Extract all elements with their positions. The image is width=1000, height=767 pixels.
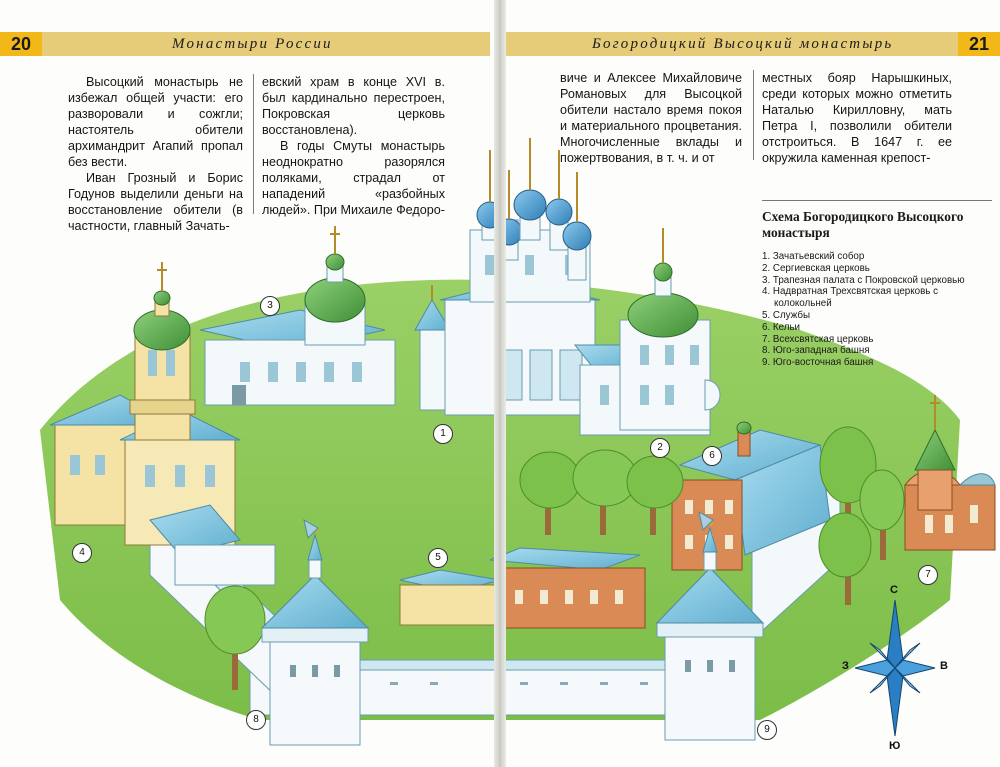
callout-3: 3 (260, 296, 280, 316)
legend-item: 7. Всехсвятская церковь (762, 333, 874, 345)
legend-item: 5. Службы (762, 309, 811, 321)
callout-7: 7 (918, 565, 938, 585)
paragraph: местных бояр Нарышкиных, среди которых м… (762, 71, 952, 165)
callout-9: 9 (757, 720, 777, 740)
legend-item: 2. Сергиевская церковь (762, 262, 870, 274)
left-col-2: евский храм в конце XVI в. был кардиналь… (262, 74, 445, 218)
building-4-gate-church (49, 262, 276, 586)
callout-6: 6 (702, 446, 722, 466)
legend-title: Схема Богородицкого Высоцкого монастыря (762, 209, 964, 240)
legend-item: 9. Юго-восточная башня (762, 357, 874, 369)
callout-2: 2 (650, 438, 670, 458)
page-gutter (494, 0, 506, 767)
paragraph: В годы Смуты монастырь неоднократно разо… (262, 139, 445, 217)
running-header-left: 20 Монастыри России (0, 32, 490, 56)
compass-east: В (940, 660, 948, 672)
paragraph: Высоцкий монастырь не избежал общей учас… (68, 75, 243, 169)
trees (204, 426, 905, 690)
page-number-left: 20 (0, 32, 42, 56)
compass-south: Ю (889, 740, 901, 752)
legend-list: 1. Зачатьевский собор 2. Сергиевская цер… (762, 251, 992, 369)
legend-rule (762, 200, 992, 201)
callout-4: 4 (72, 543, 92, 563)
compass-west: З (842, 660, 849, 672)
building-1-cathedral (414, 138, 601, 416)
running-title-left: Монастыри России (172, 36, 333, 52)
column-rule (253, 74, 254, 214)
building-7-church (903, 395, 996, 551)
tower-9-southeast (655, 511, 765, 741)
page-number-right: 21 (958, 32, 1000, 56)
tower-8-southwest (260, 519, 370, 746)
scheme-legend: Схема Богородицкого Высоцкого монастыря … (762, 200, 992, 369)
legend-item: 8. Юго-западная башня (762, 345, 870, 357)
running-header-right: Богородицкий Высоцкий монастырь 21 (506, 32, 1000, 56)
running-title-right: Богородицкий Высоцкий монастырь (592, 36, 894, 52)
left-col-1: Высоцкий монастырь не избежал общей учас… (68, 74, 243, 234)
paragraph: евский храм в конце XVI в. был кардиналь… (262, 75, 445, 137)
callout-1: 1 (433, 424, 453, 444)
callout-8: 8 (246, 710, 266, 730)
building-3-refectory (199, 226, 396, 406)
right-col-2: местных бояр Нарышкиных, среди которых м… (762, 70, 952, 166)
building-2-church (573, 228, 721, 436)
column-rule (753, 70, 754, 160)
paragraph: Иван Грозный и Борис Годунов выделили де… (68, 171, 243, 233)
paragraph: виче и Алексее Михайловиче Романовых для… (560, 71, 742, 165)
legend-item: 3. Трапезная палата с Покровской церковь… (762, 274, 965, 286)
legend-item: 1. Зачатьевский собор (762, 251, 865, 262)
callout-5: 5 (428, 548, 448, 568)
building-5-services (399, 547, 646, 629)
compass-rose (854, 599, 936, 737)
legend-item: 4. Надвратная Трехсвятская церковь с кол… (762, 286, 939, 310)
compass-north: С (890, 584, 898, 596)
legend-item: 6. Кельи (762, 321, 801, 333)
right-col-1: виче и Алексее Михайловиче Романовых для… (560, 70, 742, 166)
